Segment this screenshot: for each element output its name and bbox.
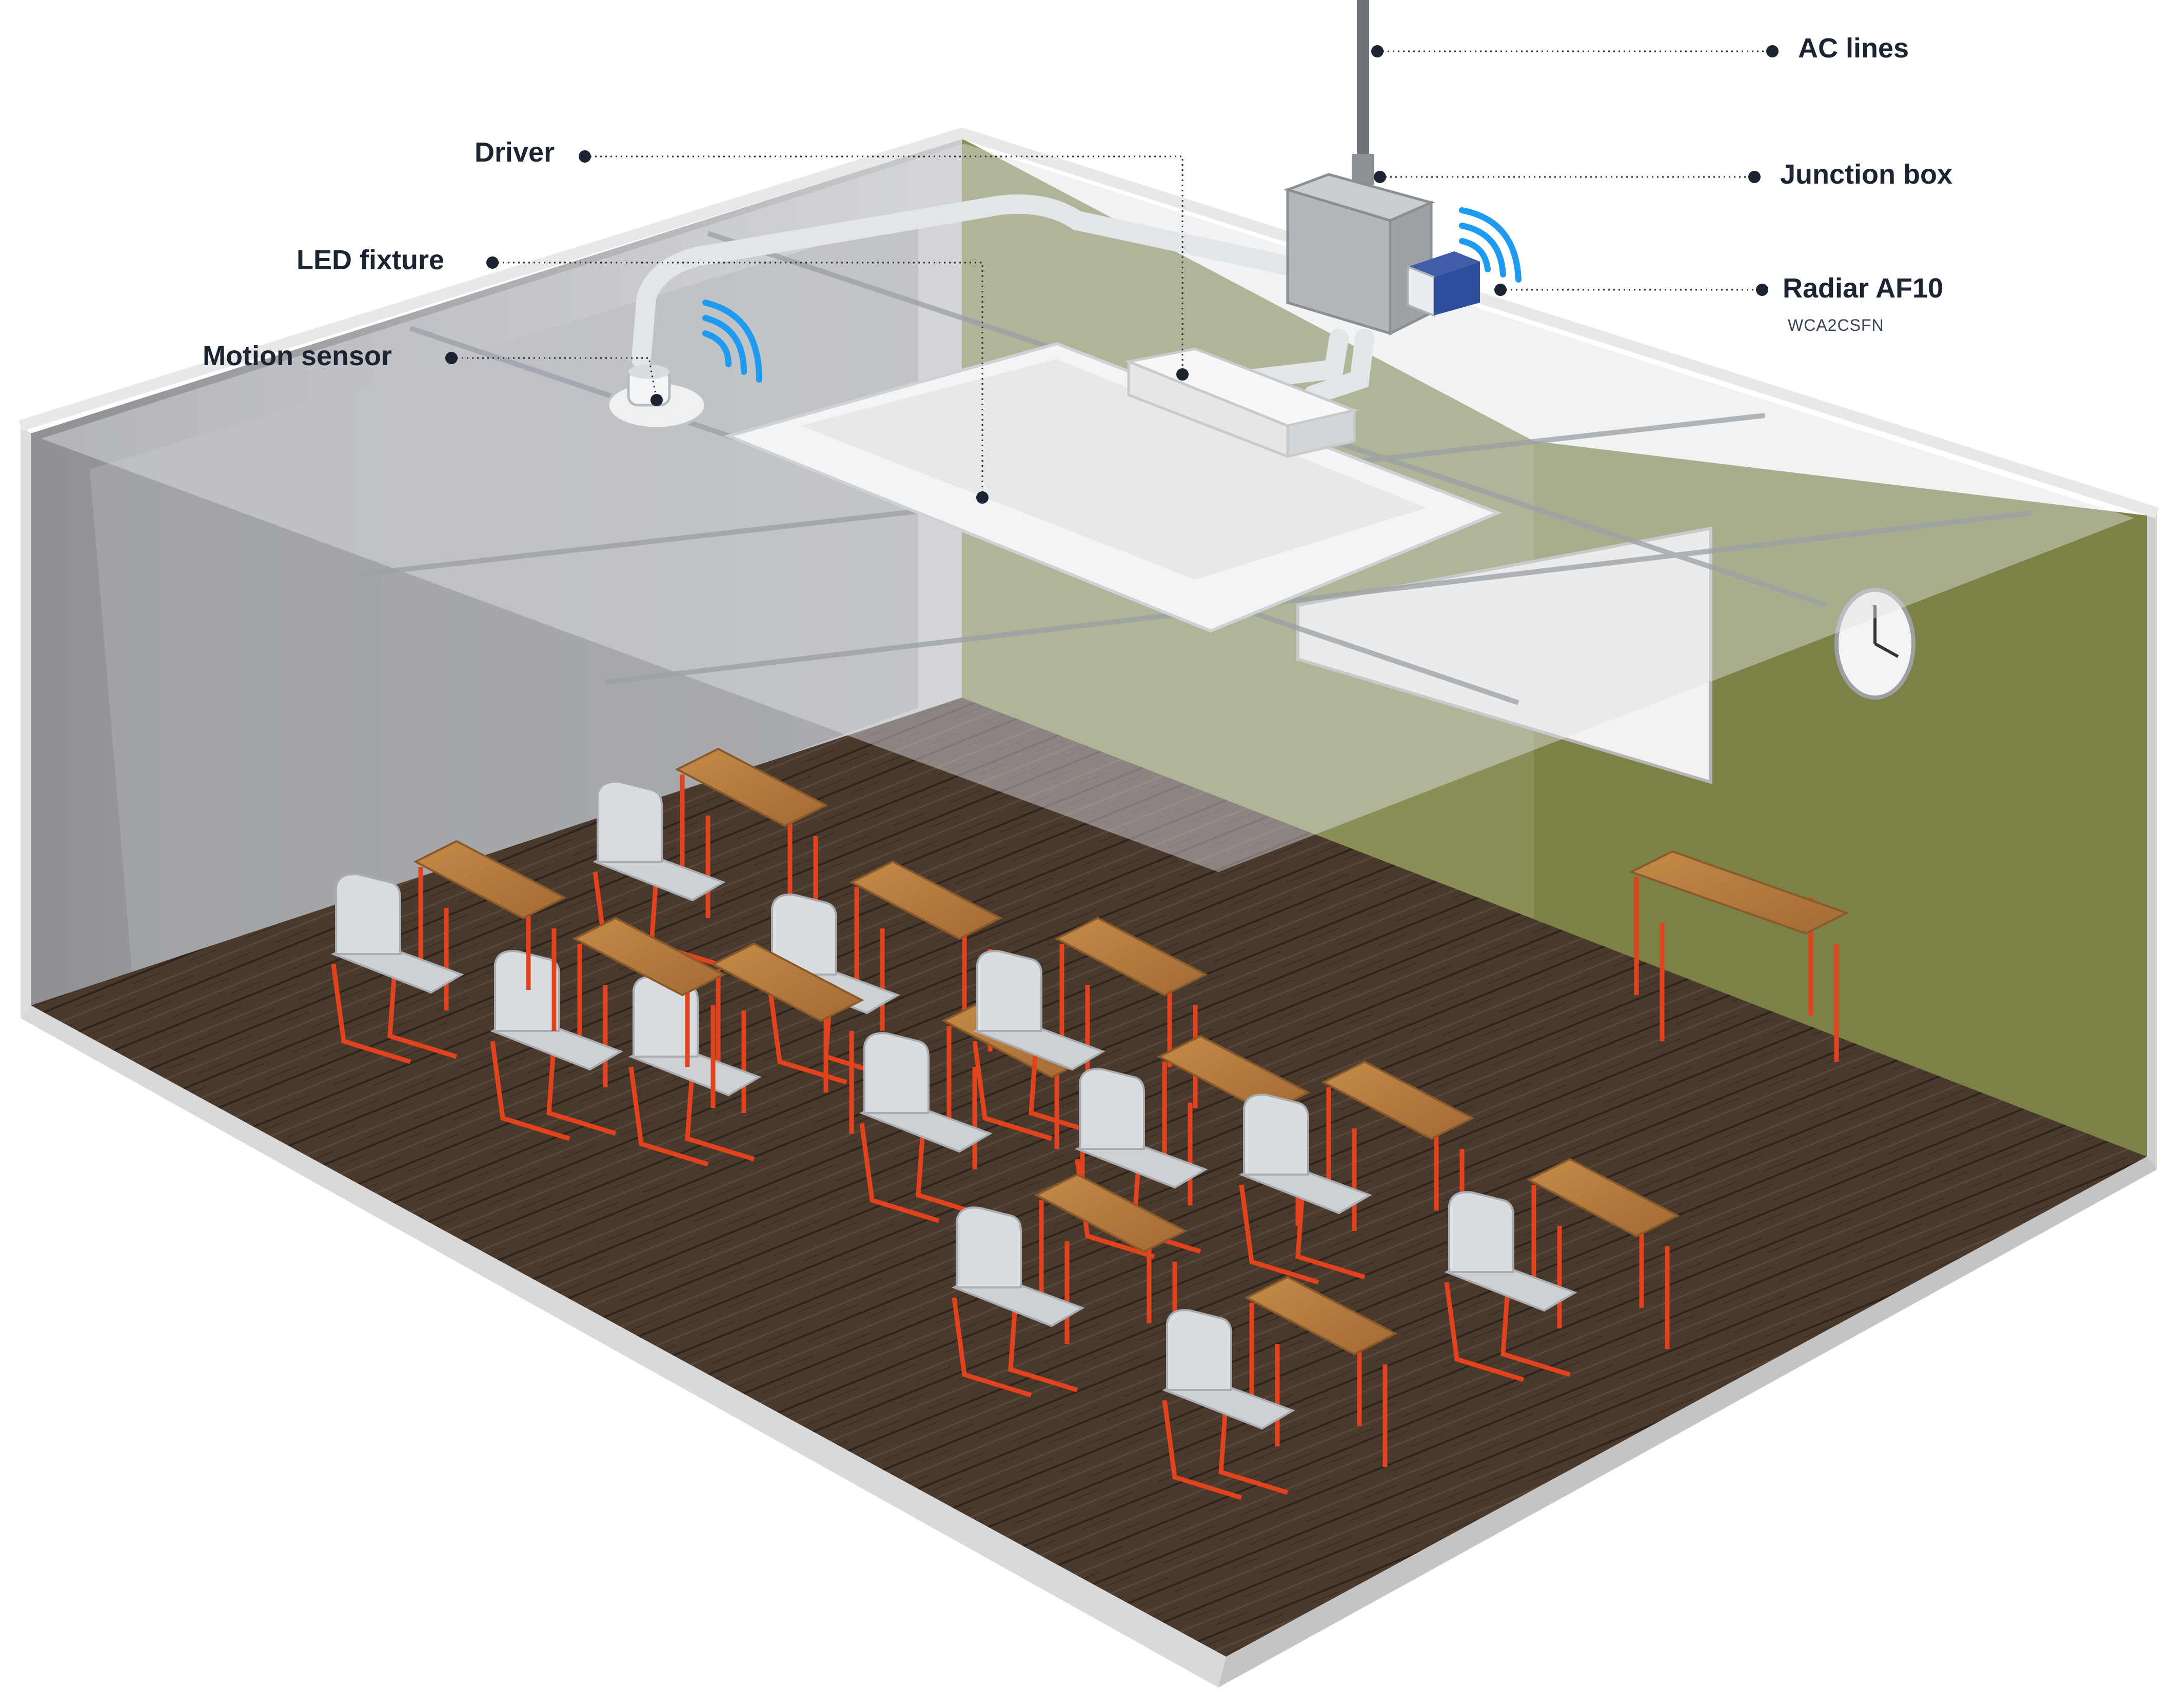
- motion-sensor-label: Motion sensor: [203, 341, 392, 371]
- callouts: AC lines Junction box Radiar AF10 WCA2CS…: [203, 33, 1952, 504]
- wifi-signal-icon: [1459, 207, 1522, 283]
- wall-edge-right: [2147, 513, 2157, 1169]
- driver: [1124, 347, 1359, 459]
- student-chair: [972, 950, 1105, 1141]
- ac-lines: [1352, 0, 1374, 185]
- student-desk: [710, 942, 864, 1134]
- student-desk: [572, 917, 726, 1108]
- student-chair: [1239, 1094, 1372, 1285]
- wifi-signal-icon: [702, 300, 762, 383]
- student-chair: [1444, 1191, 1577, 1382]
- student-desk: [1321, 1060, 1475, 1252]
- wall-edge-left: [21, 426, 31, 1018]
- student-chair: [952, 1206, 1085, 1398]
- floor: [31, 698, 2147, 1657]
- clock-icon: [1834, 588, 1916, 700]
- teacher-desk: [1628, 850, 1850, 1062]
- driver-label: Driver: [475, 137, 555, 168]
- student-chair: [490, 950, 623, 1141]
- student-chair: [331, 873, 464, 1064]
- ac-lines-label: AC lines: [1798, 33, 1909, 64]
- window: [90, 215, 918, 987]
- student-desk: [413, 840, 567, 1031]
- led-fixture: [723, 342, 1503, 633]
- radiar-model-label: WCA2CSFN: [1788, 316, 1884, 334]
- floor-edge-front-right: [1218, 1157, 2157, 1687]
- student-chair: [1162, 1309, 1295, 1500]
- led-fixture-label: LED fixture: [297, 245, 444, 275]
- whiteboard: [1296, 526, 1712, 785]
- radiar-label: Radiar AF10: [1783, 273, 1943, 304]
- student-desk: [1034, 1173, 1188, 1364]
- student-chair: [628, 976, 762, 1167]
- student-desk: [1244, 1276, 1398, 1467]
- furniture: [331, 747, 1850, 1500]
- wall-top-edge: [18, 127, 2159, 519]
- floor-edge-front-left: [21, 1005, 1226, 1687]
- junction-box-label: Junction box: [1780, 159, 1952, 190]
- student-chair: [859, 1032, 993, 1223]
- radiar-device-icon: [1407, 251, 1480, 317]
- student-desk: [1526, 1158, 1680, 1349]
- junction-box-icon: [1284, 173, 1435, 336]
- conduit: [631, 194, 1374, 405]
